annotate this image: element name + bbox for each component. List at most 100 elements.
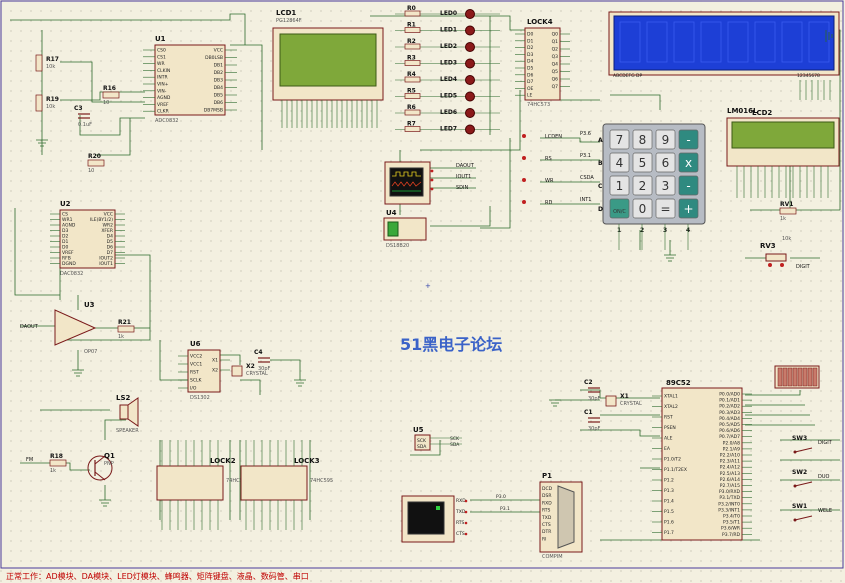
u1-rpin-label-1: DB0LSB [205,55,223,61]
lcd1-graphic-display: LCD1 PG12864F [272,9,384,128]
mcu-lpin-label-1: XTAL2 [664,404,678,410]
keypad-key-label-7: x [685,156,692,170]
transistor-q1: Q1 PNP [87,452,115,481]
mcu-rpin-label-0: P0.0/AD0 [719,392,740,398]
u6-lpin-label-0: VCC2 [190,354,202,360]
u2-lpin-label-0: CS [62,212,68,218]
keypad-key-0 [609,129,630,150]
respack-cell-0 [777,367,783,387]
led-resistor-7 [404,126,421,132]
mcu-rpin-label-22: P3.6/WR [721,526,740,532]
led-7 [465,124,475,135]
mcu-rpin-label-15: P2.7/A15 [720,483,740,489]
mcu-rpin-label-18: P3.2/INT0 [718,501,740,507]
mcu-ref: 89C52 [666,379,691,387]
lcd-ctrl-label-3: RD [545,200,552,206]
switch-net-2: WELE [818,508,832,514]
u2-rpin-label-3: XFER [101,228,113,234]
resistor-r17-ref: R17 [46,56,59,63]
lock4-rpin-label-5: Q5 [552,69,559,75]
keypad-key-label-14: = [660,202,670,216]
capacitor-c1-value: 30pF [588,426,601,432]
lock4-rpin-label-6: Q6 [552,77,559,83]
mcu-rpin-label-10: P2.2/A10 [720,453,740,459]
mcu-rpin-label-7: P0.7/AD7 [719,434,740,440]
resistor-r16 [102,91,120,99]
led-label-2: LED2 [440,43,457,50]
terminal-pin-2: RTS [456,520,465,526]
led-5 [465,91,475,102]
capacitor-c2-ref: C2 [584,379,593,386]
u1-lpin-label-3: CLKIN [157,68,170,74]
chip-lock3-value: 74HC595 [310,478,333,484]
mcu-rpin-label-3: P0.3/AD3 [719,410,740,416]
lcd-ctrl-net-0: P3.6 [580,131,591,137]
chip-lock3: LOCK3 74HC595 [240,457,333,501]
seg-digit-1 [646,21,668,63]
chip-u2-ref: U2 [60,200,71,208]
u2-lpin-label-9: DGND [62,261,76,267]
net-fm: FM [26,457,33,463]
switch-lever-2 [794,515,813,521]
chip-lock4-ref: LOCK4 [527,18,553,26]
keypad-key-label-2: 9 [662,133,670,147]
lcd1-ref: LCD1 [276,9,296,17]
chip-u1: U1 ADC0832 CS0CS1WRCLKININTRVIN+VIN-AGND… [143,35,237,124]
resistor-rv1 [779,207,797,215]
keypad-key-1 [632,129,653,150]
keypad-key-12 [609,198,630,219]
crystal-x1-ref: X1 [620,393,629,400]
mcu-rpin-label-23: P3.7/RD [722,532,741,538]
led-6 [465,108,475,118]
respack-cell-6 [807,367,813,387]
resistor-r19-value: 10k [46,104,55,110]
u1-rpin-label-7: DB6 [214,100,224,106]
led-resistor-label-1: R1 [407,22,416,29]
microcontroller-89c52: 89C52 XTAL1XTAL2RSTPSENALEEAP1.0/T2P1.1/… [652,379,752,541]
sensor-u4-value: DS18B20 [386,243,409,249]
u1-rpin-label-4: DB3 [214,78,224,84]
connector-pin-3: RTS [542,508,551,514]
led-resistor-3 [404,60,421,66]
seg-digit-7 [808,21,830,63]
opamp-u3-ref: U3 [84,301,95,309]
u2-rpin-label-5: D5 [107,239,113,245]
chip-u2: U2 DAC0832 CSWR1AGNDD3D2D1D0VREFRFBDGNDV… [50,200,125,277]
switch-net-1: DUO [818,474,830,480]
connector-pin-0: DCD [542,486,553,492]
respack-cell-7 [812,367,818,387]
respack-cell-3 [792,367,798,387]
lock4-lpin-label-5: D5 [527,66,533,72]
lock4-lpin-label-0: D0 [527,32,533,38]
switch-pivot-0 [793,450,797,454]
led-label-7: LED7 [440,126,457,133]
mcu-lpin-label-13: P1.7 [664,530,674,536]
scope-pin-0 [430,169,434,173]
net-digit: DIGIT [796,264,811,270]
led-resistor-label-6: R6 [407,104,416,111]
keypad-row-3: D [598,206,603,213]
lcd-ctrl-pin-1 [522,156,526,160]
keypad-key-label-13: 0 [639,202,647,216]
keypad-key-label-0: 7 [616,133,624,147]
switch-ref-2: SW1 [792,503,807,510]
lock4-rpin-label-3: Q3 [552,54,559,60]
sensor-u4: U4 DS18B20 [383,209,427,249]
respack-cell-4 [797,367,803,387]
keypad-key-6 [655,152,676,173]
status-caption: 正常工作：AD模块、DA模块、LED灯模块、蜂鸣器、矩阵键盘、液晶、数码管、串口 [6,571,309,581]
led-label-3: LED3 [440,60,457,67]
switch-lever-1 [794,481,813,487]
keypad-key-label-12: ON/C [613,209,626,215]
mcu-lpin-label-7: P1.1/T2EX [664,467,687,473]
scope-pin-2 [430,187,434,191]
keypad-row-0: A [598,137,603,144]
u1-rpin-label-8: DB7MSB [204,108,223,114]
capacitor-c3-value: 0.1uF [78,122,92,128]
switch-ref-1: SW2 [792,469,807,476]
u1-lpin-label-9: CLKR [157,109,169,115]
